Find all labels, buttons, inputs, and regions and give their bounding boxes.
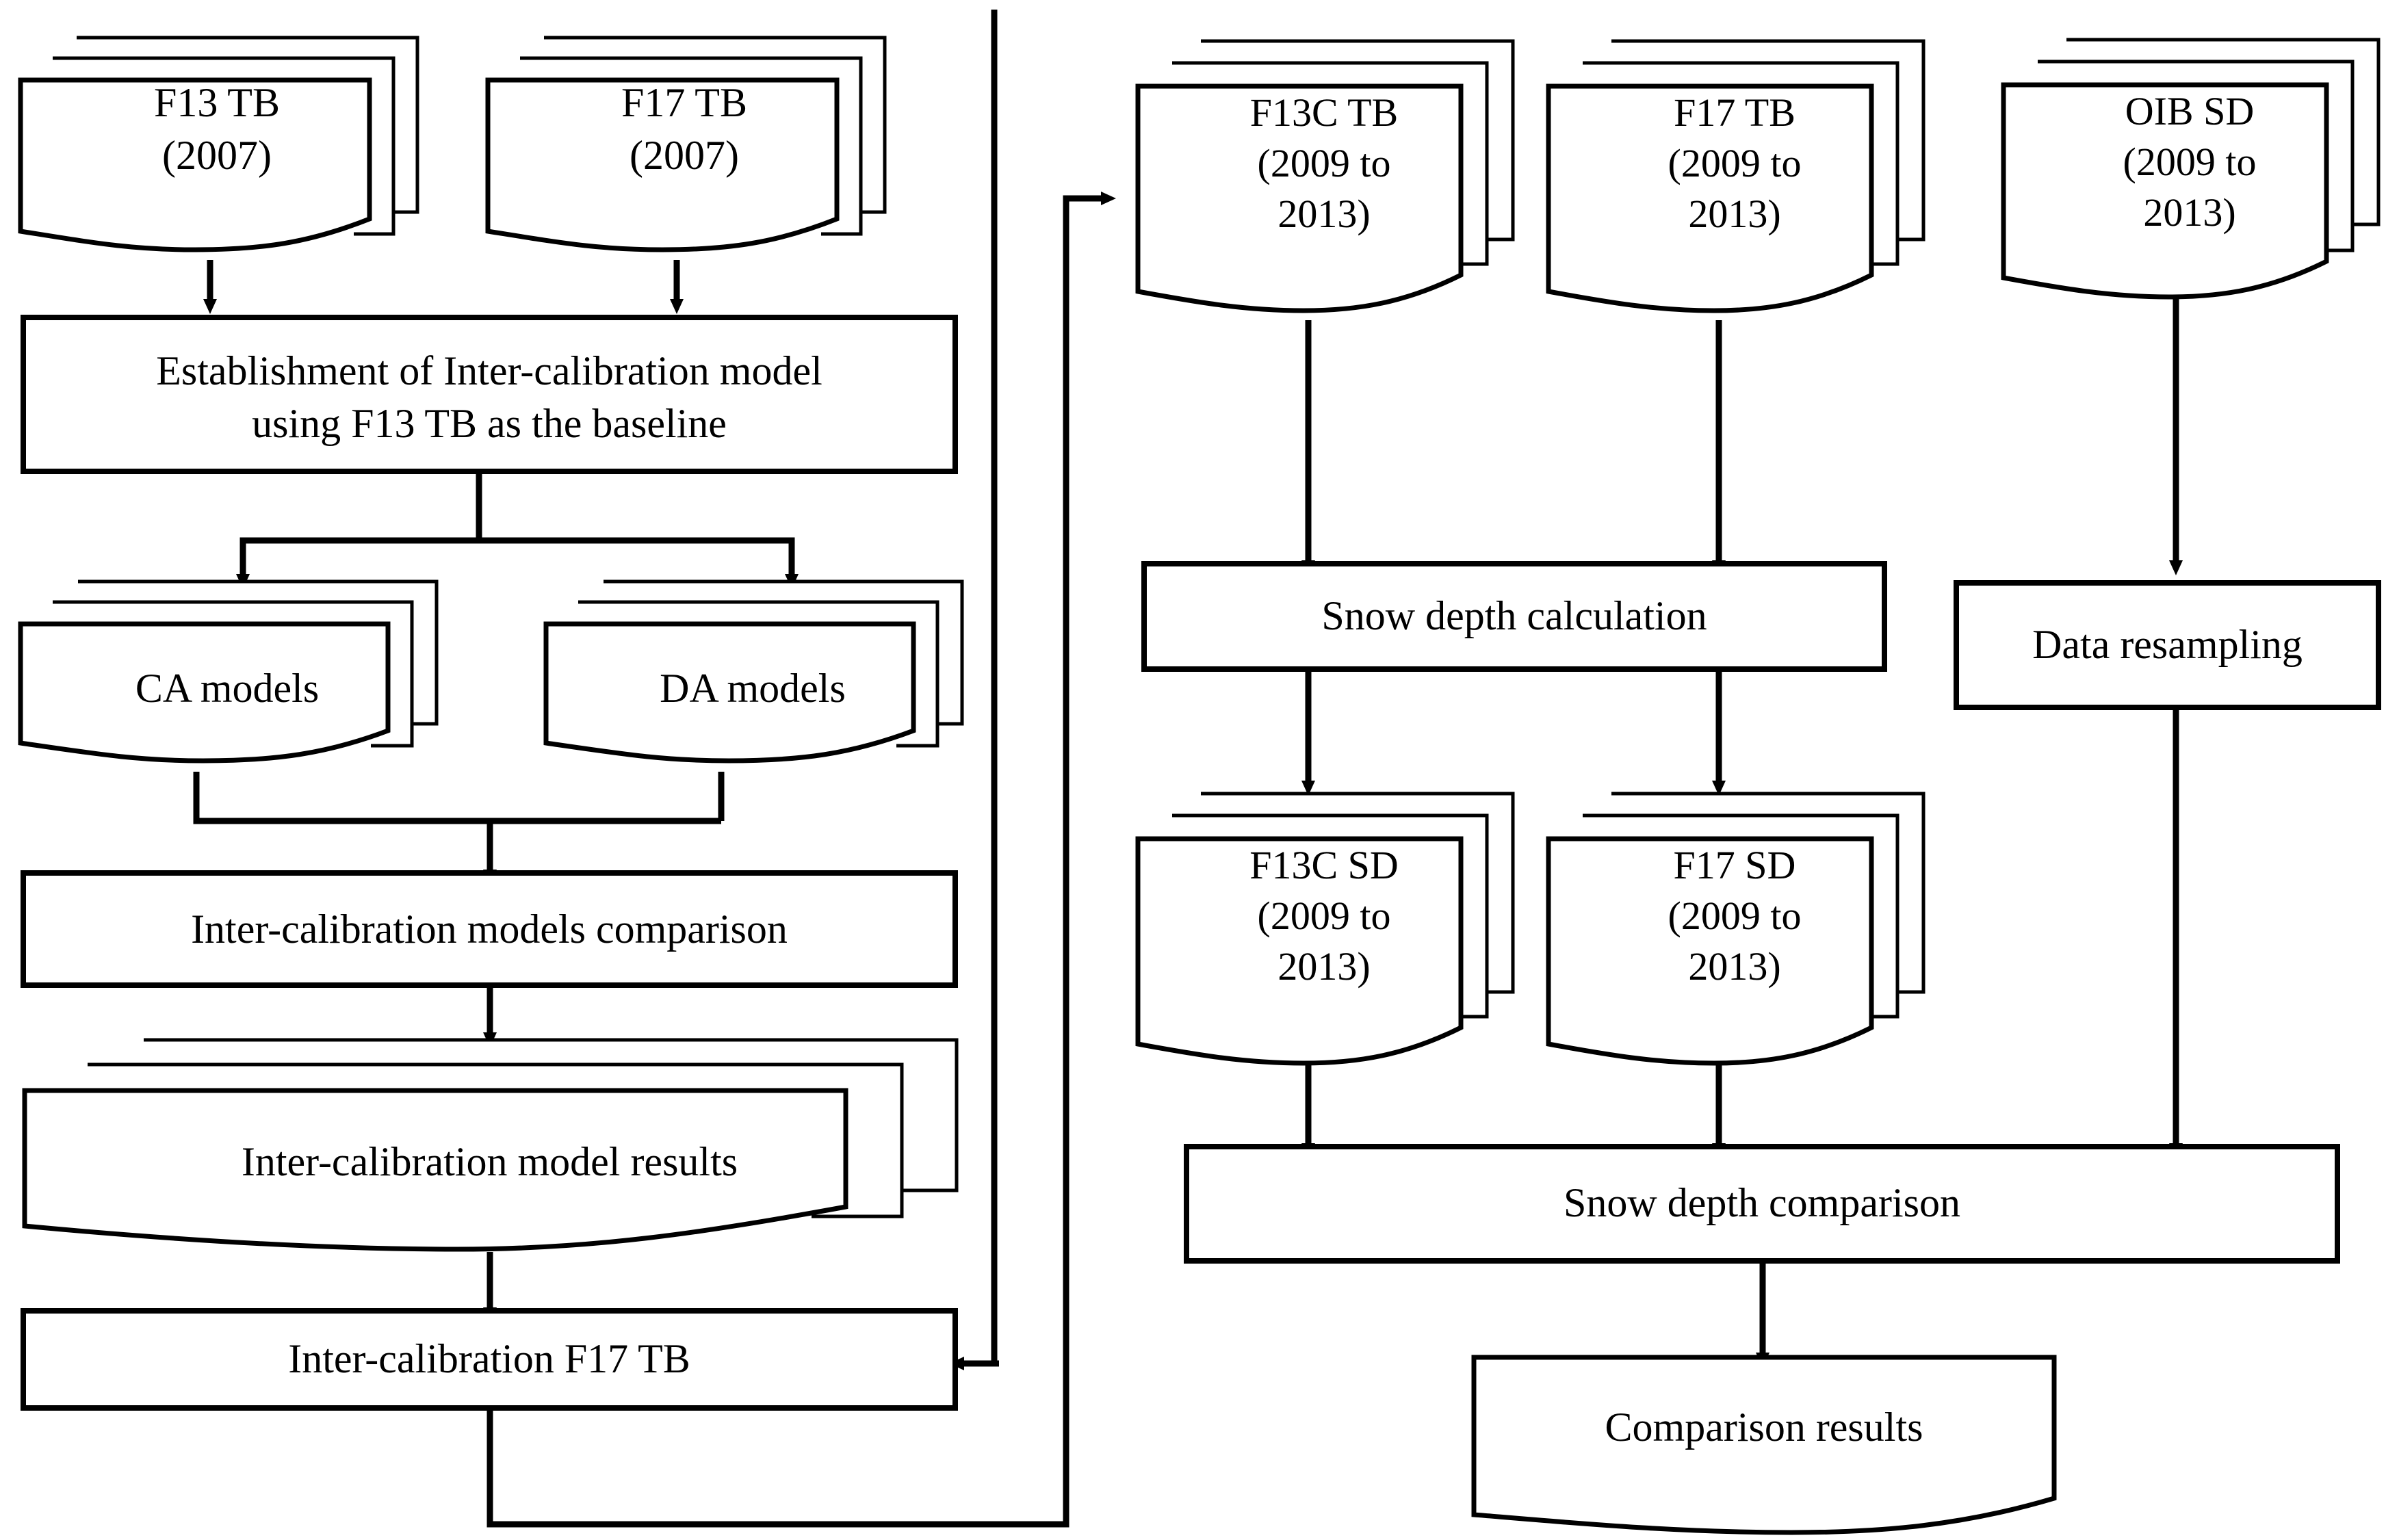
node-f13c-tb-label: F13C TB (2009 to 2013) [1249,90,1399,237]
node-establishment[interactable]: Establishment of Inter-calibration model… [21,315,958,474]
node-f17-tb-range-label: F17 TB (2009 to 2013) [1668,90,1802,237]
node-snow-depth-calculation[interactable]: Snow depth calculation [1141,561,1887,672]
node-oib-sd-label: OIB SD (2009 to 2013) [2123,89,2257,235]
node-f13c-tb[interactable]: F13C TB (2009 to 2013) [1132,34,1516,322]
node-models-comparison[interactable]: Inter-calibration models comparison [21,870,958,988]
edge-ca-models-down [193,772,721,824]
node-intercal-f17-tb-label: Inter-calibration F17 TB [288,1336,690,1381]
node-establishment-label: Establishment of Inter-calibration model… [156,348,822,446]
node-ca-models[interactable]: CA models [15,575,439,773]
node-intercal-f17-tb[interactable]: Inter-calibration F17 TB [21,1308,958,1411]
node-f13c-sd-label: F13C SD (2009 to 2013) [1249,843,1399,989]
edge-establishment-split-right [479,537,799,589]
node-f17-tb-2007[interactable]: F17 TB (2007) [482,14,887,260]
edge-establishment-split [236,474,482,589]
node-ca-models-label: CA models [135,666,320,711]
node-comparison-results[interactable]: Comparison results [1470,1353,2058,1535]
node-snow-depth-comparison-label: Snow depth comparison [1564,1180,1960,1225]
node-snow-depth-calculation-label: Snow depth calculation [1321,593,1707,638]
node-f13-tb-2007-label: F13 TB (2007) [154,80,280,178]
node-da-models[interactable]: DA models [541,575,965,773]
node-f17-tb-range[interactable]: F17 TB (2009 to 2013) [1543,34,1926,322]
node-data-resampling[interactable]: Data resampling [1954,580,2381,710]
node-f13-tb-2007[interactable]: F13 TB (2007) [15,14,419,260]
node-da-models-label: DA models [660,666,846,711]
node-f17-sd-label: F17 SD (2009 to 2013) [1668,843,1802,989]
node-models-comparison-label: Inter-calibration models comparison [191,906,788,952]
node-snow-depth-comparison[interactable]: Snow depth comparison [1184,1144,2340,1264]
node-f13c-sd[interactable]: F13C SD (2009 to 2013) [1132,787,1516,1074]
node-f17-tb-2007-label: F17 TB (2007) [621,80,747,178]
node-data-resampling-label: Data resampling [2032,622,2303,667]
node-model-results-label: Inter-calibration model results [241,1139,738,1184]
node-oib-sd[interactable]: OIB SD (2009 to 2013) [1998,33,2381,306]
node-f17-sd[interactable]: F17 SD (2009 to 2013) [1543,787,1926,1074]
node-model-results[interactable]: Inter-calibration model results [19,1033,960,1266]
node-comparison-results-label: Comparison results [1605,1405,1923,1450]
